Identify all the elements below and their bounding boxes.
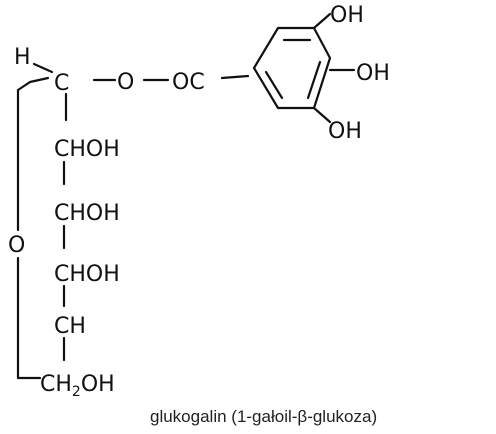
c1-label: C <box>54 71 69 96</box>
h-label: H <box>14 45 31 70</box>
h-c1-bond <box>32 62 54 74</box>
ester-oc-label: OC <box>172 70 205 95</box>
ester-o-label: O <box>117 70 134 95</box>
oh-bot-label: OH <box>328 119 362 144</box>
c-ring-bond <box>220 74 250 80</box>
c6-oh: OH <box>81 372 115 397</box>
ring-bond-top <box>16 76 50 232</box>
ring-bond-bottom <box>16 256 42 380</box>
oh-top-bond <box>312 12 332 30</box>
c6-label: CH2OH <box>40 372 115 400</box>
ring-o-label: O <box>8 233 25 258</box>
ring-double-bond-3 <box>264 70 284 100</box>
oh-top-label: OH <box>330 3 364 28</box>
oh-bot-bond <box>312 106 332 124</box>
caption: glukogalin (1-gałoil-β-glukoza) <box>150 407 377 426</box>
c3-label: CHOH <box>54 201 120 226</box>
c2-label: CHOH <box>54 137 120 162</box>
c6-main: CH <box>40 372 72 397</box>
ring-double-bond-2 <box>306 60 322 100</box>
oh-mid-label: OH <box>356 61 390 86</box>
c5-label: CH <box>54 314 86 339</box>
c6-subscript: 2 <box>72 384 81 400</box>
c4-label: CHOH <box>54 262 120 287</box>
